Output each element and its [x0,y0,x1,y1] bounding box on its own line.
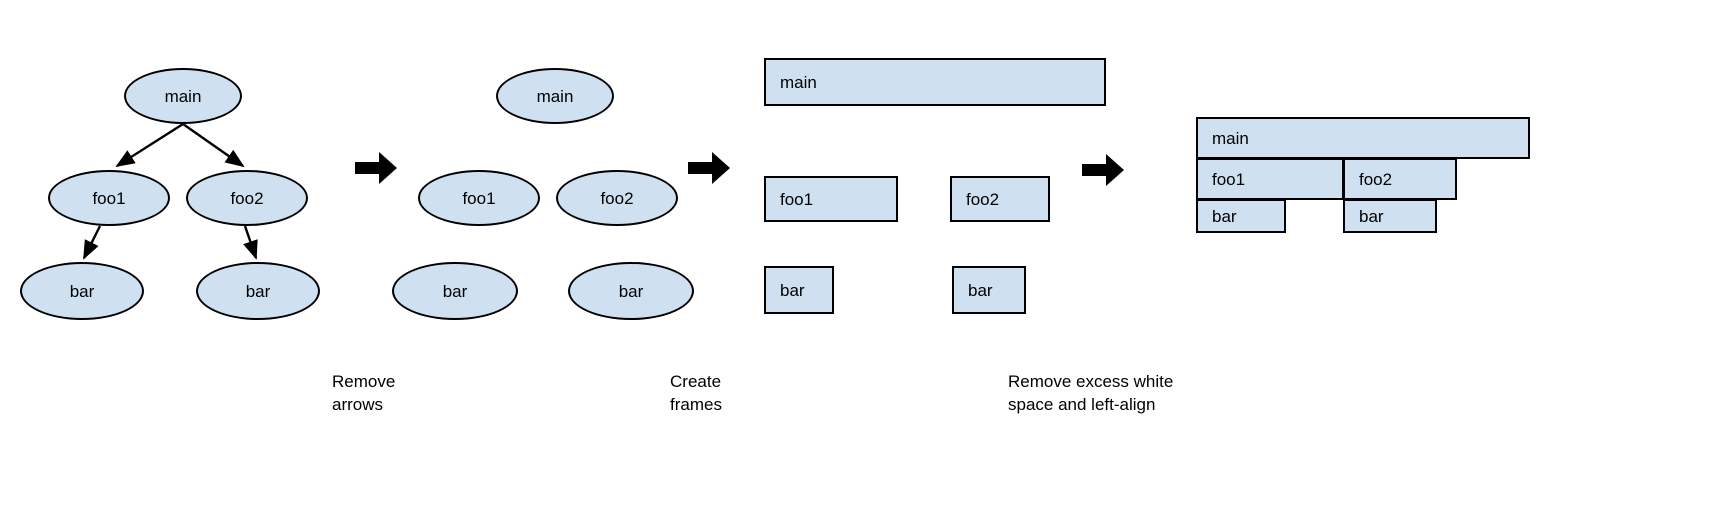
node-label: main [536,86,574,106]
panel4-frame-bar-left[interactable]: bar [1196,199,1286,233]
frame-label: bar [968,280,993,300]
step-arrow-1-icon [355,152,397,184]
node-label: foo2 [600,188,634,208]
node-label: foo1 [462,188,496,208]
panel2-node-foo2[interactable]: foo2 [556,170,678,226]
panel1-node-foo1[interactable]: foo1 [48,170,170,226]
panel3-frame-foo2[interactable]: foo2 [950,176,1050,222]
edge-main-foo1 [115,122,184,168]
panel4-frame-main[interactable]: main [1196,117,1530,159]
panel3-frame-main[interactable]: main [764,58,1106,106]
panel3-frame-bar-left[interactable]: bar [764,266,834,314]
node-label: bar [69,281,95,301]
node-label: foo1 [92,188,126,208]
node-label: main [164,86,202,106]
panel1-node-bar-right[interactable]: bar [196,262,320,320]
edge-main-foo2 [182,123,245,168]
frame-label: foo1 [1212,169,1246,189]
step-arrow-3-icon [1082,154,1124,186]
panel2-node-bar-left[interactable]: bar [392,262,518,320]
panel3-frame-bar-right[interactable]: bar [952,266,1026,314]
panel1-node-bar-left[interactable]: bar [20,262,144,320]
node-label: foo2 [230,188,264,208]
panel1-node-main[interactable]: main [124,68,242,124]
edge-foo2-bar [243,225,258,260]
panel2-node-main[interactable]: main [496,68,614,124]
caption-create-frames: Create frames [670,372,722,414]
frame-label: bar [1359,206,1384,226]
panel2-node-foo1[interactable]: foo1 [418,170,540,226]
node-label: bar [442,281,468,301]
node-label: bar [245,281,271,301]
frame-label: bar [1212,206,1237,226]
caption-remove-white-space: Remove excess white space and left-align [1008,372,1174,414]
node-label: bar [618,281,644,301]
frame-label: bar [780,280,805,300]
edge-foo1-bar [82,225,102,260]
frame-label: foo2 [966,189,1000,209]
caption-remove-arrows: Remove arrows [332,372,396,414]
panel2-node-bar-right[interactable]: bar [568,262,694,320]
frame-label: foo1 [780,189,814,209]
frame-label: main [1212,128,1249,148]
frame-label: main [780,72,817,92]
panel4-frame-foo2[interactable]: foo2 [1343,158,1457,200]
panel1-node-foo2[interactable]: foo2 [186,170,308,226]
step-arrow-2-icon [688,152,730,184]
panel3-frame-foo1[interactable]: foo1 [764,176,898,222]
panel4-frame-bar-right[interactable]: bar [1343,199,1437,233]
frame-label: foo2 [1359,169,1393,189]
panel4-frame-foo1[interactable]: foo1 [1196,158,1344,200]
